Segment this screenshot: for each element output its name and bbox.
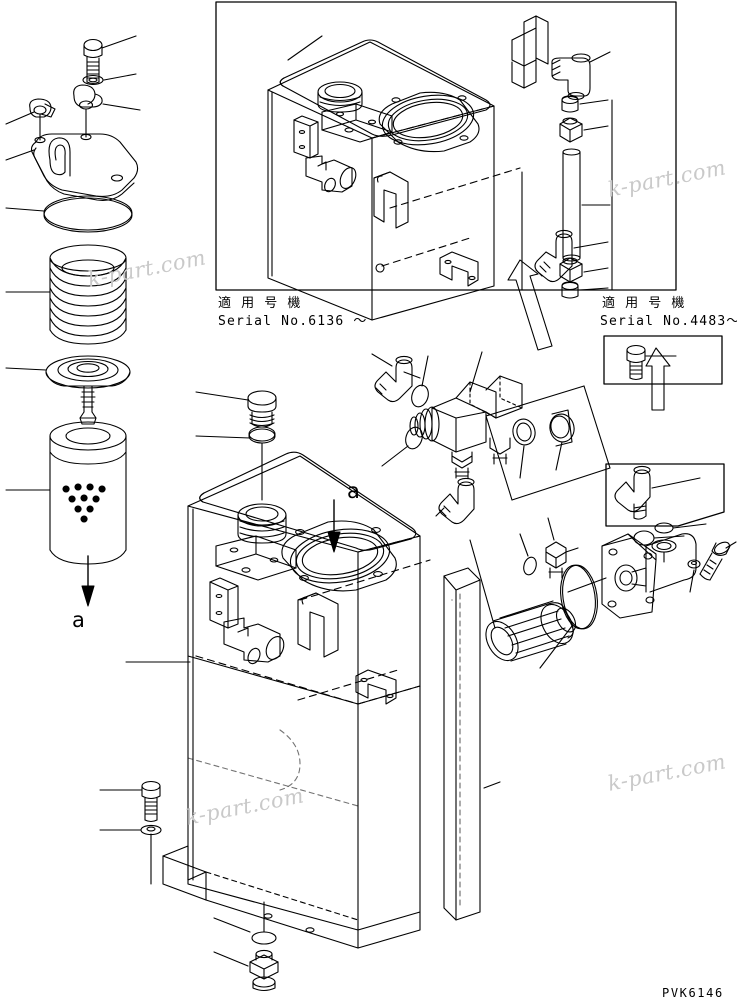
leader-breather-right xyxy=(102,103,141,111)
part-tube-washer-upper xyxy=(561,95,579,113)
leader-washer-lower xyxy=(579,287,609,291)
part-filter-element xyxy=(49,421,127,565)
part-elbow-fitting-tank xyxy=(438,477,475,525)
part-spring-seat xyxy=(45,355,131,425)
part-sight-gauge-plate xyxy=(485,385,611,501)
part-drain-plug-o-ring xyxy=(251,901,277,945)
leader-flange-o-ring-top xyxy=(672,523,707,529)
leader-inset-o-ring xyxy=(653,535,685,539)
leader-washer-top xyxy=(103,73,137,81)
part-suction-flange-housing xyxy=(601,533,697,619)
serial-number-right: Serial No.4483～ xyxy=(600,314,737,329)
part-filter-cover-plate xyxy=(30,133,139,201)
part-strainer-o-ring xyxy=(560,564,598,630)
applicable-machine-label-left: 適 用 号 機 xyxy=(218,296,304,311)
part-tube-nut-upper xyxy=(559,117,583,143)
applicable-machine-label-right: 適 用 号 機 xyxy=(602,296,688,311)
leader-washer-upper xyxy=(579,99,609,105)
leader-sight-gauge-2 xyxy=(519,445,525,479)
part-baffle-plate xyxy=(443,567,481,921)
part-tube-washer-lower xyxy=(561,281,579,299)
part-flange-bolt xyxy=(699,541,731,581)
part-valve-block xyxy=(409,375,523,479)
leader-valve-o-ring-left xyxy=(381,445,409,467)
leader-o-ring-cover xyxy=(5,207,45,212)
transfer-arrow-up xyxy=(507,259,553,351)
section-mark-upper: a xyxy=(347,479,360,503)
part-flange-o-ring-top xyxy=(654,522,674,534)
leader-inset-tank xyxy=(287,35,323,61)
part-small-o-ring-tank xyxy=(523,556,537,576)
section-arrow-main xyxy=(327,499,341,553)
leader-baffle-2 xyxy=(483,781,501,789)
inset-elbow-box xyxy=(605,463,725,527)
inset-tank-assembly xyxy=(267,39,613,321)
leader-elbow-top xyxy=(589,51,611,63)
leader-sight-gauge xyxy=(555,441,563,471)
leader-filler-plug xyxy=(195,391,249,401)
part-cap-screw-top xyxy=(83,38,103,85)
leader-nipple xyxy=(547,517,555,541)
serial-number-left: Serial No.6136 ～ xyxy=(218,314,368,329)
part-number: PVK6146 xyxy=(662,986,724,1000)
part-hydraulic-tank xyxy=(162,451,431,949)
section-arrow-left xyxy=(81,555,95,607)
part-nipple-fitting xyxy=(545,541,579,579)
inset-bracket-plates xyxy=(511,15,549,89)
leader-cover-plate xyxy=(5,149,35,161)
leader-drain-o-ring xyxy=(213,917,251,933)
part-suction-strainer xyxy=(485,600,577,662)
part-filter-spring xyxy=(49,244,127,345)
part-filler-plug-o-ring xyxy=(248,426,276,501)
part-valve-o-ring-left xyxy=(405,426,423,450)
leader-nut-lower xyxy=(583,267,609,273)
leader-drain-plug xyxy=(213,951,249,967)
leader-elbow-lower xyxy=(573,241,609,249)
part-elbow-fitting-lower xyxy=(534,229,573,283)
leader-elbow-tank xyxy=(435,507,445,517)
part-flange-washer xyxy=(687,559,701,569)
leader-inset-elbow xyxy=(651,477,701,489)
part-valve-block-o-ring xyxy=(411,384,429,408)
leader-nut-upper xyxy=(583,125,609,131)
leader-flange-washer xyxy=(689,569,695,593)
part-o-ring-cover xyxy=(43,195,133,233)
part-breather-fitting-right xyxy=(73,84,103,138)
upper-inset-box xyxy=(215,1,677,291)
transfer-arrow-up-2 xyxy=(645,347,671,411)
leader-small-o-ring xyxy=(519,533,529,557)
part-tank-bolt-lower xyxy=(141,780,161,823)
inset-elbow xyxy=(614,465,651,520)
leader-strainer-o-ring xyxy=(539,625,573,669)
leader-flange-bolt xyxy=(725,541,737,549)
leader-spring-seat xyxy=(5,367,47,371)
leader-elbow-upper-left xyxy=(371,353,393,367)
leader-cap-screw-top xyxy=(101,35,137,49)
part-drain-plug xyxy=(249,949,279,992)
part-elbow-fitting-upper-left xyxy=(374,355,421,403)
leader-flange-housing xyxy=(567,577,607,593)
part-elbow-fitting-top xyxy=(551,53,591,101)
leader-suction-strainer xyxy=(469,539,496,629)
part-breather-fitting-left xyxy=(29,98,56,141)
inset-bolt xyxy=(626,344,646,381)
section-mark-lower: a xyxy=(72,608,85,632)
leader-breather-left xyxy=(5,111,35,125)
inset-bolt-box xyxy=(603,335,723,385)
leader-filler-o-ring xyxy=(195,435,251,439)
leader-valve-o-ring xyxy=(421,355,429,387)
part-washer-top xyxy=(82,74,104,86)
part-filler-plug xyxy=(247,390,277,428)
leader-valve-block xyxy=(469,351,483,393)
part-tube-nut-lower xyxy=(559,257,583,283)
part-tank-washer-lower xyxy=(140,824,162,885)
